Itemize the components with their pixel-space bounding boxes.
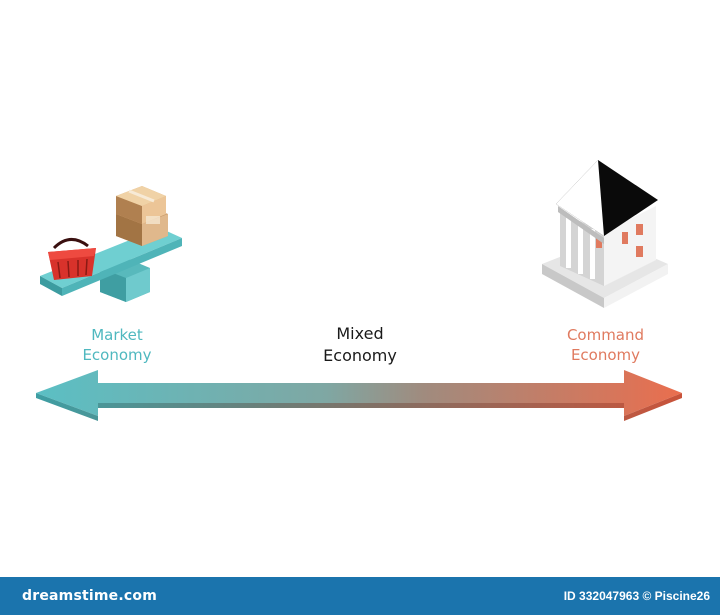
- mixed-economy-label: Mixed Economy: [300, 323, 420, 367]
- footer-logo[interactable]: dreamstime.com: [22, 588, 157, 604]
- footer-bar: dreamstime.com ID 332047963 © Piscine26: [0, 577, 720, 615]
- basket-icon: [48, 238, 96, 280]
- diagram-art: [36, 160, 682, 421]
- double-arrow-icon: [36, 370, 682, 421]
- market-economy-label: Market Economy: [62, 325, 172, 365]
- government-building-icon: [542, 160, 668, 308]
- command-economy-label: Command Economy: [548, 325, 663, 365]
- market-label-line1: Market: [91, 326, 143, 344]
- mixed-label-line2: Economy: [323, 346, 397, 365]
- mixed-label-line1: Mixed: [336, 324, 384, 343]
- boxes-icon: [116, 186, 168, 246]
- command-label-line1: Command: [566, 326, 645, 344]
- command-label-line2: Economy: [570, 346, 641, 364]
- market-label-line2: Economy: [82, 346, 152, 364]
- footer-image-id: ID 332047963 © Piscine26: [563, 589, 710, 603]
